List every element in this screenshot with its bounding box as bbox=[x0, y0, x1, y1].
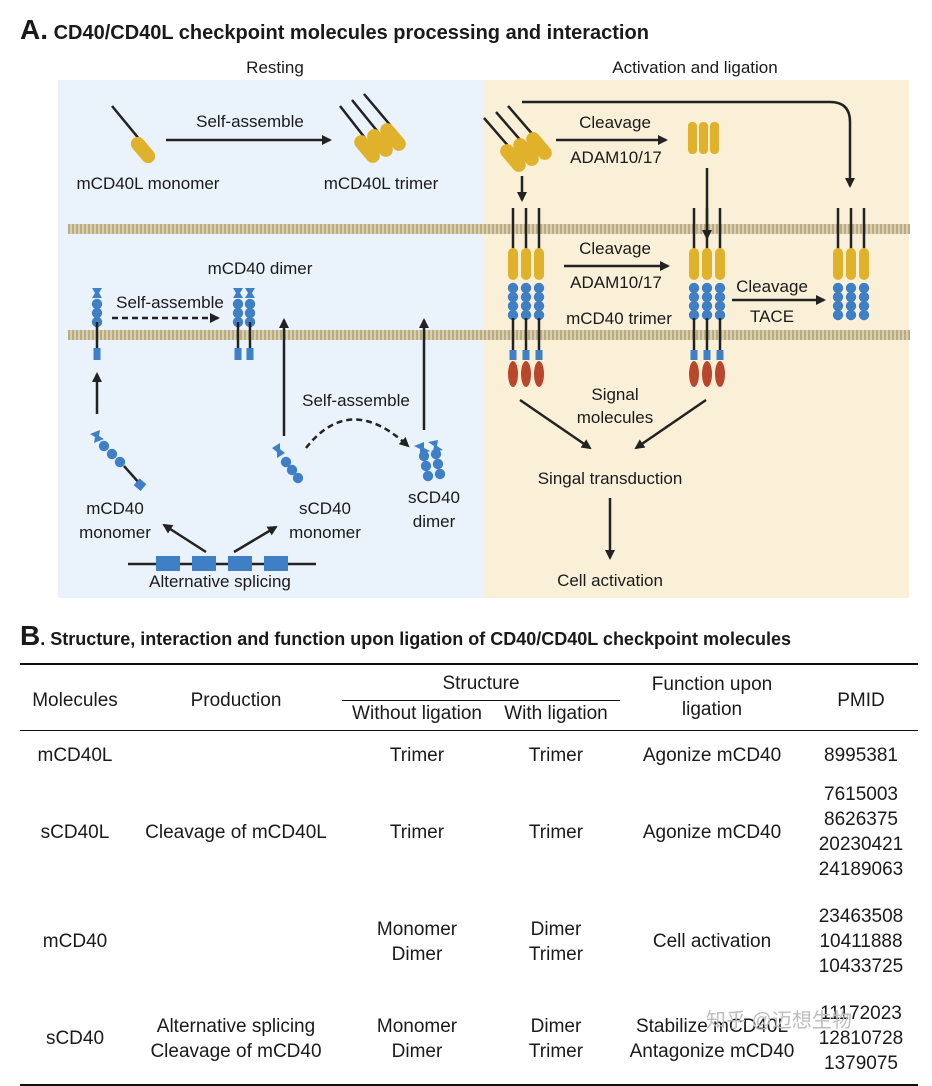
cell-molecule: mCD40 bbox=[42, 931, 108, 952]
splicing-arrow-left bbox=[162, 523, 207, 554]
label-mcd40-trimer: mCD40 trimer bbox=[566, 309, 672, 328]
panel-b-title-text: . Structure, interaction and function up… bbox=[40, 629, 791, 649]
label-mcd40l-trimer: mCD40L trimer bbox=[323, 174, 439, 193]
table-header-row: Molecules Production Structure Function … bbox=[20, 664, 918, 720]
cell-pmid: 7615003 8626375 20230421 24189063 bbox=[818, 784, 904, 880]
label-adam-2: ADAM10/17 bbox=[570, 273, 662, 292]
receptor-complex-mid bbox=[688, 208, 726, 387]
panel-b-title: B. Structure, interaction and function u… bbox=[20, 620, 791, 652]
mcd40-monomer-membrane-glyph bbox=[91, 288, 103, 360]
cell-with: Dimer Trimer bbox=[528, 918, 584, 965]
cell-without: Monomer Dimer bbox=[376, 1015, 458, 1062]
scd40-dimer-glyph bbox=[414, 440, 446, 482]
resting-header: Resting bbox=[246, 58, 304, 77]
label-mcd40-dimer: mCD40 dimer bbox=[207, 259, 313, 278]
label-cleavage-2: Cleavage bbox=[579, 239, 651, 258]
scd40l-trimer-glyph bbox=[688, 122, 719, 154]
diagram-canvas bbox=[68, 93, 910, 571]
splicing-arrow-right bbox=[233, 525, 278, 554]
table-row: sCD40L Cleavage of mCD40L Trimer Trimer Agon… bbox=[20, 772, 918, 892]
label-scd40-monomer: sCD40 monomer bbox=[289, 499, 361, 542]
table-row: mCD40L Trimer Trimer Agonize mCD40 8995381 bbox=[20, 731, 918, 773]
cell-function: Cell activation bbox=[652, 931, 772, 952]
mcd40l-monomer-glyph bbox=[111, 105, 156, 164]
cell-with: Dimer Trimer bbox=[528, 1015, 584, 1062]
cell-molecule: sCD40 bbox=[45, 1028, 105, 1049]
label-tace: TACE bbox=[749, 307, 795, 326]
self-assemble-curved-arrow bbox=[305, 418, 410, 449]
label-scd40-dimer: sCD40 dimer bbox=[408, 488, 460, 531]
activation-header: Activation and ligation bbox=[612, 58, 778, 77]
lower-membrane bbox=[68, 330, 910, 340]
panel-a-letter: A. bbox=[20, 14, 48, 45]
cell-molecule: sCD40L bbox=[40, 821, 110, 843]
cell-without: Trimer bbox=[389, 821, 445, 843]
mcd40-dimer-glyph bbox=[232, 288, 256, 360]
panel-b-letter: B bbox=[20, 620, 41, 651]
cell-without: Trimer bbox=[389, 745, 445, 766]
header-with-ligation: With ligation bbox=[492, 700, 620, 731]
label-mcd40-monomer: mCD40 monomer bbox=[79, 499, 151, 542]
summary-table: Molecules Production Structure Function … bbox=[20, 663, 918, 1086]
activation-trimer-glyph bbox=[483, 105, 552, 172]
label-self-assemble-left: Self-assemble bbox=[116, 293, 224, 312]
receptor-complex-right bbox=[832, 208, 870, 321]
label-cleavage-3: Cleavage bbox=[736, 277, 808, 296]
cell-production bbox=[130, 731, 342, 773]
label-self-assemble-top: Self-assemble bbox=[196, 112, 304, 131]
label-alternative-splicing: Alternative splicing bbox=[149, 572, 291, 591]
direct-ligation-arrow bbox=[522, 100, 855, 188]
cell-pmid: 8995381 bbox=[824, 745, 898, 766]
cell-function: Agonize mCD40 bbox=[642, 745, 782, 766]
mcd40-monomer-free-glyph bbox=[90, 430, 147, 492]
mcd40l-trimer-glyph bbox=[339, 93, 406, 163]
cell-pmid: 23463508 10411888 10433725 bbox=[818, 906, 904, 977]
cell-with: Trimer bbox=[528, 745, 584, 766]
cell-production: Alternative splicing Cleavage of mCD40 bbox=[150, 1015, 322, 1062]
signal-arrow-left bbox=[519, 398, 592, 450]
header-function: Function upon ligation bbox=[651, 673, 773, 720]
cell-without: Monomer Dimer bbox=[376, 918, 458, 965]
receptor-complex-left bbox=[507, 208, 545, 387]
cell-function: Agonize mCD40 bbox=[642, 821, 782, 843]
label-cleavage-1: Cleavage bbox=[579, 113, 651, 132]
header-production: Production bbox=[190, 690, 282, 711]
table-row: mCD40 Monomer Dimer Dimer Trimer Cell activ… bbox=[20, 892, 918, 989]
label-signal-molecules: Signal molecules bbox=[576, 385, 654, 427]
header-molecules: Molecules bbox=[32, 690, 118, 711]
cell-production: Cleavage of mCD40L bbox=[145, 821, 327, 843]
label-adam-1: ADAM10/17 bbox=[570, 148, 662, 167]
gene-exons-glyph bbox=[128, 556, 316, 571]
header-without-ligation: Without ligation bbox=[342, 700, 492, 731]
panel-a-title: A. CD40/CD40L checkpoint molecules proce… bbox=[20, 14, 649, 46]
label-self-assemble-mid: Self-assemble bbox=[302, 391, 410, 410]
watermark: 知乎 @迈想生物 bbox=[706, 1010, 852, 1032]
cell-with: Trimer bbox=[528, 821, 584, 843]
panel-a-title-text: CD40/CD40L checkpoint molecules processi… bbox=[53, 22, 649, 44]
cell-production bbox=[130, 892, 342, 989]
cell-molecule: mCD40L bbox=[37, 745, 113, 766]
scd40-monomer-glyph bbox=[272, 443, 304, 484]
header-pmid: PMID bbox=[837, 690, 885, 711]
label-singal-transduction: Singal transduction bbox=[537, 469, 683, 488]
signal-arrow-right bbox=[634, 398, 707, 450]
label-mcd40l-monomer: mCD40L monomer bbox=[76, 174, 220, 193]
label-cell-activation: Cell activation bbox=[557, 571, 663, 590]
header-structure: Structure bbox=[442, 673, 520, 694]
upper-membrane bbox=[68, 224, 910, 234]
